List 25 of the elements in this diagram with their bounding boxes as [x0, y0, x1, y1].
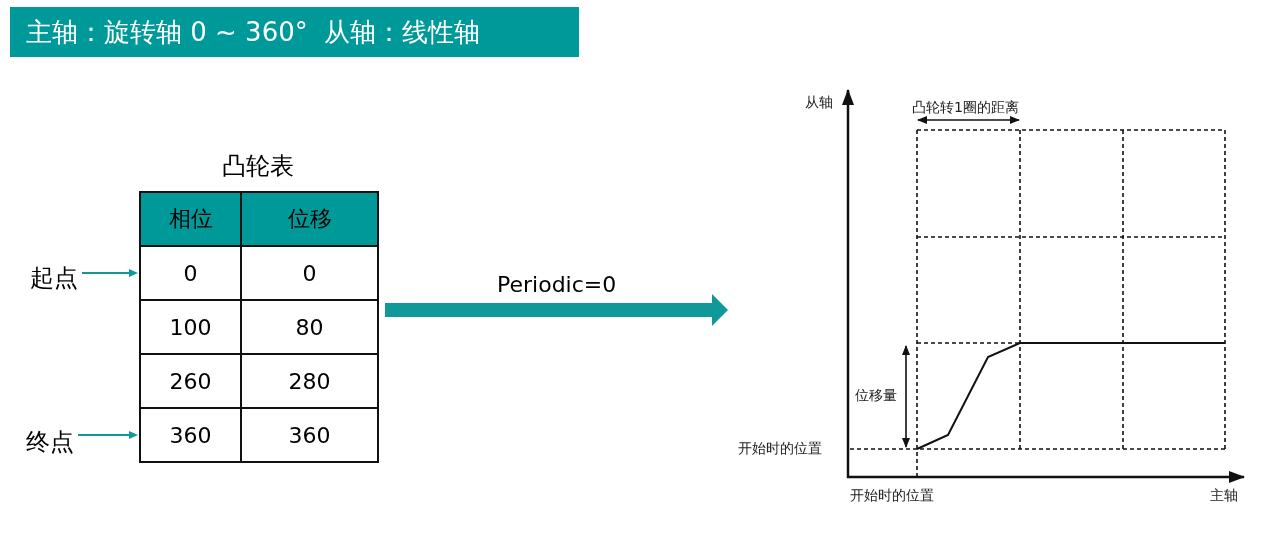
table-cell: 360 [140, 408, 241, 462]
arrow [77, 431, 138, 439]
table-cell: 0 [241, 246, 378, 300]
header-cell: 位移 [241, 192, 378, 246]
dimension-label: 位移量 [855, 387, 897, 405]
axis-label: 主轴 [1210, 487, 1238, 505]
title-banner: 主轴：旋转轴 0 ~ 360° 从轴：线性轴 [10, 7, 579, 57]
table-cell: 0 [140, 246, 241, 300]
axis-label: 从轴 [805, 94, 833, 112]
table-title: 凸轮表 [221, 151, 295, 182]
table-row [140, 408, 378, 462]
axis-label: 开始时的位置 [738, 440, 822, 458]
dimension-label: 凸轮转1圈的距离 [912, 99, 1019, 117]
table-cell: 280 [241, 354, 378, 408]
arrow [385, 294, 728, 326]
table-cell: 360 [241, 408, 378, 462]
table-row [140, 246, 378, 300]
table-cell: 80 [241, 300, 378, 354]
arrow [81, 269, 138, 277]
table-cell: 100 [140, 300, 241, 354]
axis-label: 开始时的位置 [850, 487, 934, 505]
header-cell: 相位 [140, 192, 241, 246]
row-pointer-label: 起点 [30, 262, 78, 294]
row-pointer-label: 终点 [26, 426, 74, 458]
table-cell: 260 [140, 354, 241, 408]
